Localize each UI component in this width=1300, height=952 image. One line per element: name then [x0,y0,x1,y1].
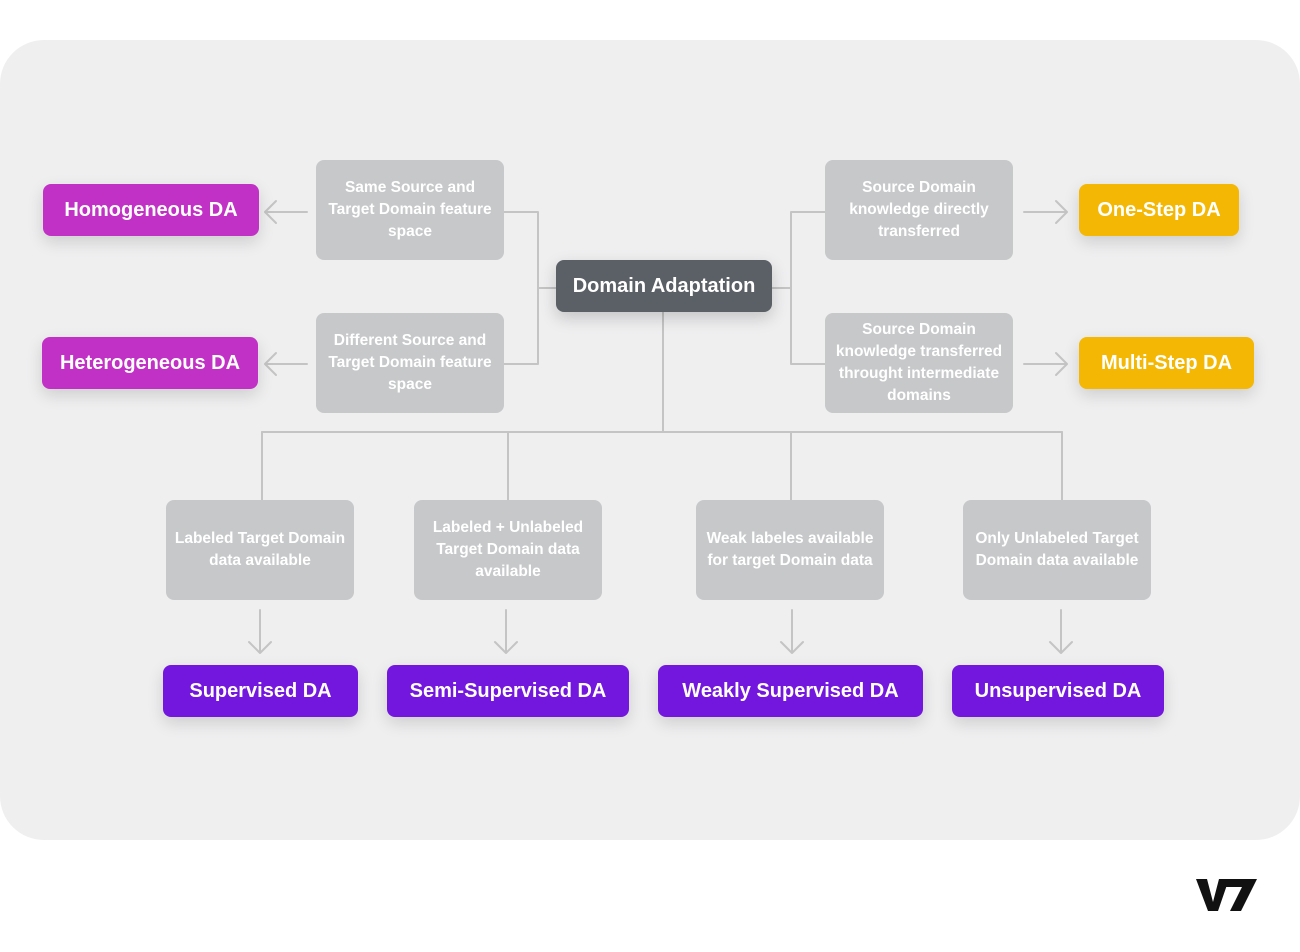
condition-weak-labels: Weak labeles available for target Domain… [696,500,884,600]
outcome-supervised: Supervised DA [163,665,358,717]
outcome-homogeneous: Homogeneous DA [43,184,259,236]
condition-directly-transferred: Source Domain knowledge directly transfe… [825,160,1013,260]
outcome-one-step: One-Step DA [1079,184,1239,236]
condition-same-feature-space: Same Source and Target Domain feature sp… [316,160,504,260]
condition-intermediate-domains: Source Domain knowledge transferred thro… [825,313,1013,413]
condition-different-feature-space: Different Source and Target Domain featu… [316,313,504,413]
outcome-semi-supervised: Semi-Supervised DA [387,665,629,717]
outcome-multi-step: Multi-Step DA [1079,337,1254,389]
outcome-weakly-supervised: Weakly Supervised DA [658,665,923,717]
v7-logo [1196,879,1257,911]
outcome-heterogeneous: Heterogeneous DA [42,337,258,389]
condition-only-unlabeled: Only Unlabeled Target Domain data availa… [963,500,1151,600]
condition-labeled: Labeled Target Domain data available [166,500,354,600]
outcome-unsupervised: Unsupervised DA [952,665,1164,717]
condition-labeled-unlabeled: Labeled + Unlabeled Target Domain data a… [414,500,602,600]
root-node: Domain Adaptation [556,260,772,312]
